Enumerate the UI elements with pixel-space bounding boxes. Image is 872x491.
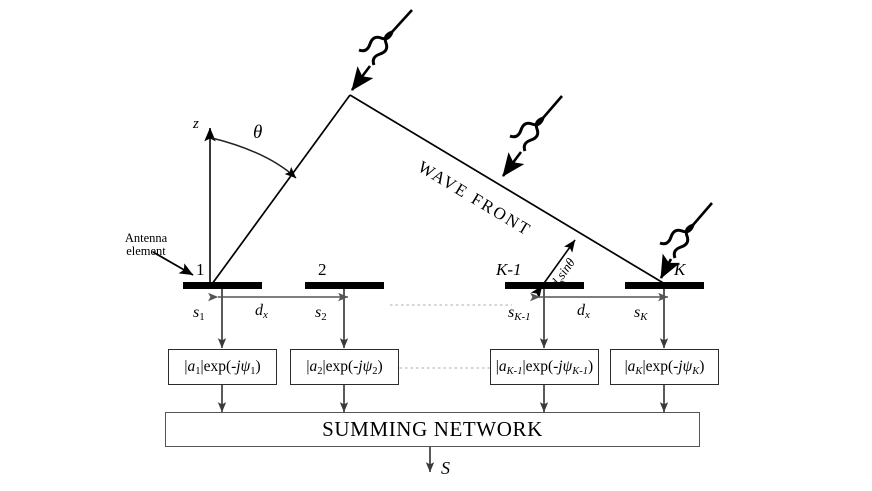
spacing-label-2-sub: x	[585, 309, 590, 322]
weight-box-2[interactable]: |a2|exp(-jψ2)	[290, 349, 399, 385]
w4-a: a	[627, 357, 636, 375]
weight-box-1[interactable]: |a1|exp(-jψ1)	[168, 349, 277, 385]
w2-bar-close: |	[322, 357, 326, 375]
output-signal-label: S	[441, 458, 450, 478]
signal-label-4: sK	[634, 304, 648, 324]
antenna-element-annotation-line2: element	[126, 244, 166, 259]
w3-exp: exp(-	[525, 357, 559, 375]
w3-bar-close: |	[522, 357, 526, 375]
w2-psi: ψ	[362, 357, 373, 375]
w4-bar-open: |	[624, 357, 628, 375]
signal-label-1-sub: 1	[199, 311, 205, 324]
antenna-bar-2	[305, 282, 384, 289]
w4-psi: ψ	[682, 357, 693, 375]
w1-a-sub: 1	[195, 365, 201, 377]
weight-box-3-text: |aK-1|exp(-jψK-1)	[496, 358, 593, 377]
w1-psi: ψ	[240, 357, 251, 375]
w3-psi: ψ	[562, 357, 573, 375]
w4-a-sub: K	[635, 365, 643, 377]
wavefront-line	[349, 94, 666, 285]
weight-box-2-text: |a2|exp(-jψ2)	[306, 358, 382, 377]
w1-j: j	[236, 357, 241, 375]
signal-label-2: s2	[315, 304, 327, 324]
element-index-2: 2	[318, 260, 327, 279]
incoming-wave-arrow-1	[350, 9, 413, 91]
summing-network-label: SUMMING NETWORK	[322, 417, 543, 441]
w3-bar-open: |	[495, 357, 499, 375]
signal-label-4-sub: K	[640, 311, 648, 324]
w2-j: j	[358, 357, 363, 375]
w1-bar-close: |	[200, 357, 204, 375]
signal-label-3: sK-1	[508, 304, 531, 324]
spacing-label-1-sub: x	[263, 309, 268, 322]
signal-label-1: s1	[193, 304, 205, 324]
signal-label-1-sym: s	[193, 304, 200, 321]
signal-label-4-sym: s	[634, 304, 641, 321]
w4-psi-sub: K	[692, 365, 700, 377]
w2-close: )	[377, 357, 383, 375]
w2-bar-open: |	[306, 357, 310, 375]
w2-exp: exp(-	[325, 357, 359, 375]
signal-label-2-sub: 2	[321, 311, 327, 324]
element-index-3: K-1	[496, 260, 522, 279]
z-axis-label: z	[193, 116, 199, 132]
spacing-label-1-sym: d	[255, 302, 263, 319]
summing-network-box[interactable]: SUMMING NETWORK	[165, 412, 700, 447]
w1-close: )	[255, 357, 261, 375]
antenna-bar-1	[183, 282, 262, 289]
w3-a: a	[498, 357, 507, 375]
weight-box-4-text: |aK|exp(-jψK)	[625, 358, 705, 377]
w2-a-sub: 2	[317, 365, 323, 377]
w3-j: j	[558, 357, 563, 375]
w4-close: )	[699, 357, 705, 375]
w4-j: j	[678, 357, 683, 375]
incoming-wave-arrow-3	[659, 202, 713, 279]
antenna-element-annotation-line1: Antenna	[124, 231, 168, 245]
weight-box-1-text: |a1|exp(-jψ1)	[184, 358, 260, 377]
w4-exp: exp(-	[645, 357, 679, 375]
weight-box-3[interactable]: |aK-1|exp(-jψK-1)	[490, 349, 599, 385]
path-difference-arrow	[530, 239, 576, 299]
w2-psi-sub: 2	[372, 365, 378, 377]
w3-a-sub: K-1	[506, 365, 523, 377]
w2-a: a	[309, 357, 318, 375]
signal-label-3-sub: K-1	[514, 311, 531, 324]
incident-ray-line	[211, 94, 351, 285]
element-index-4: K	[674, 260, 686, 279]
theta-angle-label: θ	[253, 122, 263, 143]
spacing-label-2-sym: d	[577, 302, 585, 319]
spacing-label-2: dx	[577, 302, 590, 322]
incoming-wave-arrow-2	[501, 95, 563, 177]
w1-exp: exp(-	[203, 357, 237, 375]
weight-box-4[interactable]: |aK|exp(-jψK)	[610, 349, 719, 385]
signal-label-3-sym: s	[508, 304, 515, 321]
w1-bar-open: |	[184, 357, 188, 375]
antenna-element-annotation: Antenna element	[110, 231, 182, 259]
w4-bar-close: |	[642, 357, 646, 375]
w3-psi-sub: K-1	[572, 365, 589, 377]
element-index-1: 1	[196, 260, 205, 279]
antenna-element-pointer-arrow	[152, 251, 194, 276]
w3-close: )	[588, 357, 594, 375]
antenna-bar-4	[625, 282, 704, 289]
spacing-label-1: dx	[255, 302, 268, 322]
antenna-bar-3	[505, 282, 584, 289]
w1-a: a	[187, 357, 196, 375]
theta-angle-arc	[211, 137, 297, 179]
w1-psi-sub: 1	[250, 365, 256, 377]
signal-label-2-sym: s	[315, 304, 322, 321]
